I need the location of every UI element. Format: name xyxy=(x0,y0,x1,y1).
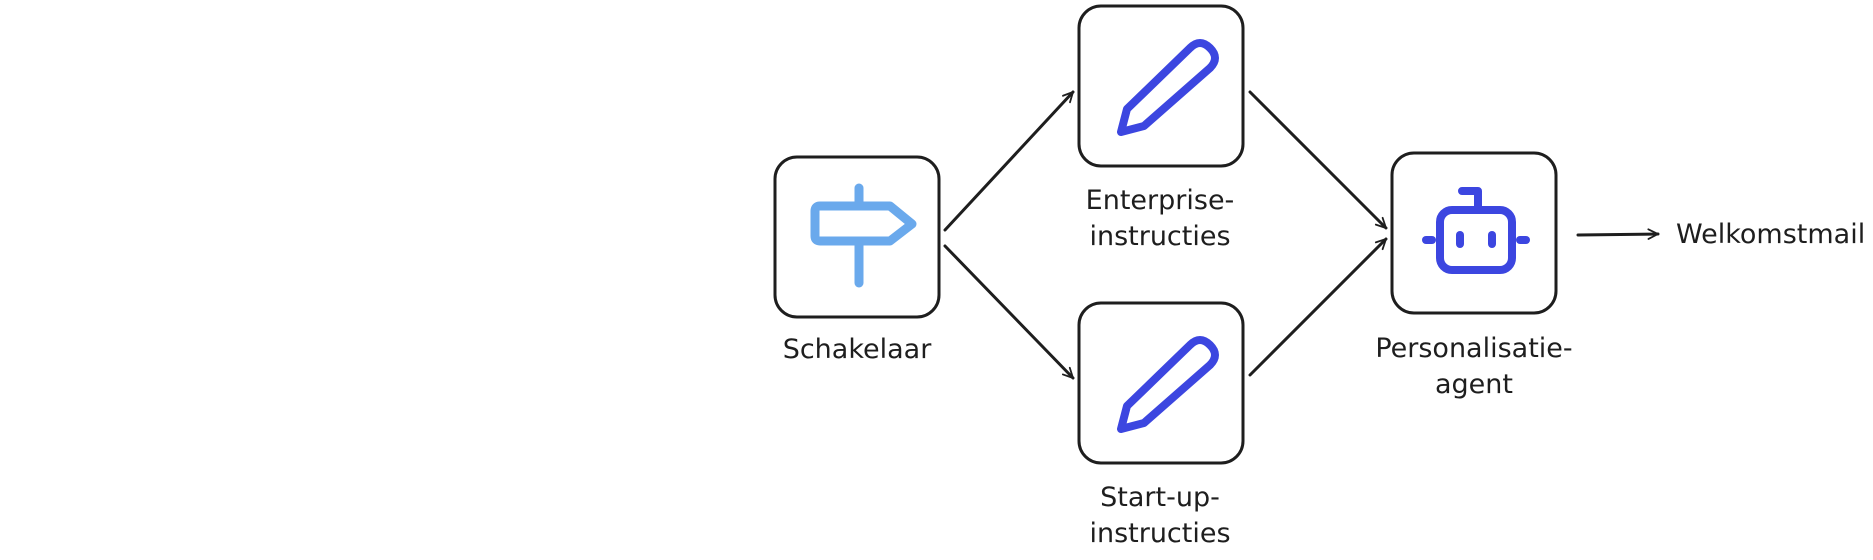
signpost-icon xyxy=(810,183,917,288)
output-label: Welkomstmail xyxy=(1676,219,1865,250)
node-startup-label-line2: instructies xyxy=(1089,518,1230,549)
node-enterprise-label-line2: instructies xyxy=(1089,221,1230,252)
pencil-icon xyxy=(1117,39,1219,136)
node-enterprise: Enterprise- instructies xyxy=(1077,4,1245,252)
edge-startup-to-agent xyxy=(1248,237,1388,377)
node-startup: Start-up- instructies xyxy=(1077,301,1245,549)
node-startup-label-line1: Start-up- xyxy=(1100,482,1220,513)
node-agent: Personalisatie- agent xyxy=(1375,151,1573,400)
node-switch-label: Schakelaar xyxy=(783,334,933,365)
node-enterprise-label-line1: Enterprise- xyxy=(1086,185,1235,216)
edge-enterprise-to-agent xyxy=(1248,90,1388,230)
node-switch: Schakelaar xyxy=(773,155,941,365)
edge-switch-to-enterprise xyxy=(943,90,1075,232)
node-agent-box xyxy=(1390,151,1558,315)
pencil-icon xyxy=(1117,336,1219,433)
node-enterprise-box xyxy=(1077,4,1245,168)
edge-switch-to-startup xyxy=(943,244,1075,380)
robot-icon xyxy=(1422,187,1530,274)
edge-agent-to-output xyxy=(1576,228,1660,240)
node-startup-box xyxy=(1077,301,1245,465)
node-agent-label-line1: Personalisatie- xyxy=(1375,333,1572,364)
node-agent-label-line2: agent xyxy=(1435,369,1513,400)
edges xyxy=(943,90,1660,380)
